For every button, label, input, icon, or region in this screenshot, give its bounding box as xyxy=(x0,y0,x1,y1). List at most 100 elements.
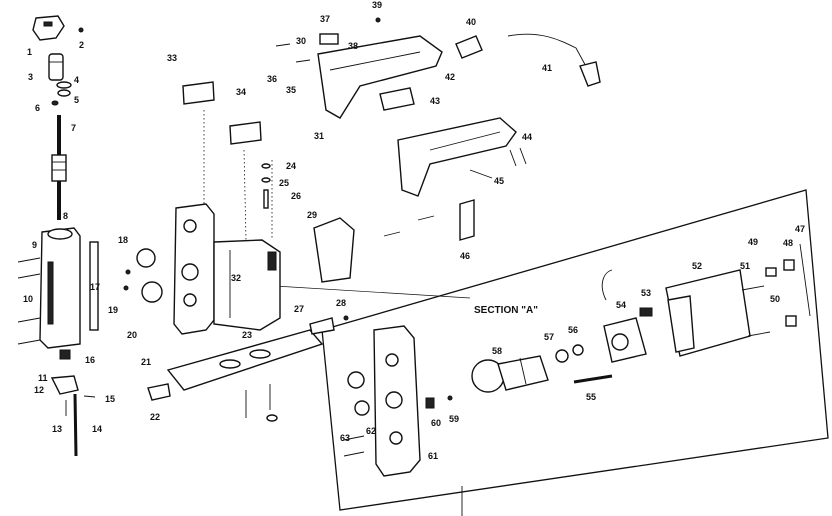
callout-11: 11 xyxy=(38,373,48,383)
screws-part-9-10 xyxy=(17,257,41,345)
section-a-pointer-line xyxy=(274,285,471,299)
callout-32: 32 xyxy=(231,273,241,283)
bearing-part-62-63 xyxy=(343,371,370,457)
callout-37: 37 xyxy=(320,14,330,24)
callout-50: 50 xyxy=(770,294,780,304)
callout-30: 30 xyxy=(296,36,306,46)
callout-21: 21 xyxy=(141,357,151,367)
callout-19: 19 xyxy=(108,305,118,315)
shaft-part-55 xyxy=(573,374,613,384)
callout-61: 61 xyxy=(428,451,438,461)
base-part-21-23 xyxy=(166,329,324,391)
callout-23: 23 xyxy=(242,330,252,340)
callout-14: 14 xyxy=(92,424,102,434)
callout-62: 62 xyxy=(366,426,376,436)
ring-part-5 xyxy=(57,89,71,97)
switch-part-37-42 xyxy=(275,33,415,111)
screws-part-44-45 xyxy=(469,147,527,179)
callout-42: 42 xyxy=(445,72,455,82)
callout-7: 7 xyxy=(71,123,76,133)
callout-51: 51 xyxy=(740,261,750,271)
callout-3: 3 xyxy=(28,72,33,82)
callout-33: 33 xyxy=(167,53,177,63)
callout-60: 60 xyxy=(431,418,441,428)
callout-labels: 1 2 3 4 5 6 7 8 9 10 11 12 13 14 15 16 1… xyxy=(23,0,805,461)
motor-frame-part-61 xyxy=(373,325,421,477)
callout-27: 27 xyxy=(294,304,304,314)
callout-41: 41 xyxy=(542,63,552,73)
callout-58: 58 xyxy=(492,346,502,356)
callout-48: 48 xyxy=(783,238,793,248)
callout-6: 6 xyxy=(35,103,40,113)
callout-4: 4 xyxy=(74,75,79,85)
clamp-part-12 xyxy=(50,375,79,395)
callout-38: 38 xyxy=(348,41,358,51)
screw-part-39 xyxy=(375,17,381,23)
callout-17: 17 xyxy=(90,282,100,292)
callout-40: 40 xyxy=(466,17,476,27)
callout-10: 10 xyxy=(23,294,33,304)
handle-lower-part-31 xyxy=(397,117,517,197)
section-a-title: SECTION "A" xyxy=(474,305,538,316)
callout-46: 46 xyxy=(460,251,470,261)
callout-25: 25 xyxy=(279,178,289,188)
callout-53: 53 xyxy=(641,288,651,298)
callout-47: 47 xyxy=(795,224,805,234)
callout-12: 12 xyxy=(34,385,44,395)
cover-part-29 xyxy=(313,217,355,283)
screw-part-59 xyxy=(447,395,453,401)
brush-assembly-part-47-51 xyxy=(741,243,811,337)
callout-45: 45 xyxy=(494,176,504,186)
section-a-frame xyxy=(321,189,829,511)
callout-43: 43 xyxy=(430,96,440,106)
callout-49: 49 xyxy=(748,237,758,247)
callout-1: 1 xyxy=(27,47,32,57)
plate-part-46 xyxy=(459,199,475,241)
callout-29: 29 xyxy=(307,210,317,220)
handle-part-31 xyxy=(317,35,443,119)
callout-13: 13 xyxy=(52,424,62,434)
callout-9: 9 xyxy=(32,240,37,250)
callout-39: 39 xyxy=(372,0,382,10)
gears-part-18-20 xyxy=(123,248,163,303)
callout-15: 15 xyxy=(105,394,115,404)
callout-22: 22 xyxy=(150,412,160,422)
callout-20: 20 xyxy=(127,330,137,340)
knob-part-1 xyxy=(32,15,65,41)
bushing-part-3 xyxy=(48,53,64,81)
nut-part-16 xyxy=(59,349,71,360)
brush-holders-part-33-34 xyxy=(182,81,262,145)
brush-part-53 xyxy=(639,307,653,317)
plunger-shaft-part-7 xyxy=(51,115,67,220)
dotted-guide-2 xyxy=(243,149,247,241)
washer-part-4 xyxy=(56,81,72,89)
callout-57: 57 xyxy=(544,332,554,342)
callout-24: 24 xyxy=(286,161,296,171)
callout-59: 59 xyxy=(449,414,459,424)
cord-part-41 xyxy=(507,33,601,87)
clip-part-22 xyxy=(147,383,171,401)
callout-63: 63 xyxy=(340,433,350,443)
callout-2: 2 xyxy=(79,40,84,50)
callout-34: 34 xyxy=(236,87,246,97)
callout-31: 31 xyxy=(314,131,324,141)
screw-part-15 xyxy=(83,395,96,398)
guide-housing-part-8 xyxy=(39,227,81,349)
callout-44: 44 xyxy=(522,132,532,142)
strain-relief-part-40 xyxy=(455,35,483,59)
callout-56: 56 xyxy=(568,325,578,335)
screws-lower-part-18-26 xyxy=(245,384,278,422)
callout-55: 55 xyxy=(586,392,596,402)
screws-part-24-26 xyxy=(261,163,271,209)
field-part-54 xyxy=(601,269,647,363)
callout-35: 35 xyxy=(286,85,296,95)
housing-part-52 xyxy=(665,269,751,357)
callout-8: 8 xyxy=(63,211,68,221)
callout-16: 16 xyxy=(85,355,95,365)
callout-36: 36 xyxy=(267,74,277,84)
blade-part-14 xyxy=(73,393,78,457)
motor-housing-part-32 xyxy=(173,203,281,335)
callout-28: 28 xyxy=(336,298,346,308)
screw-part-2 xyxy=(78,27,84,33)
